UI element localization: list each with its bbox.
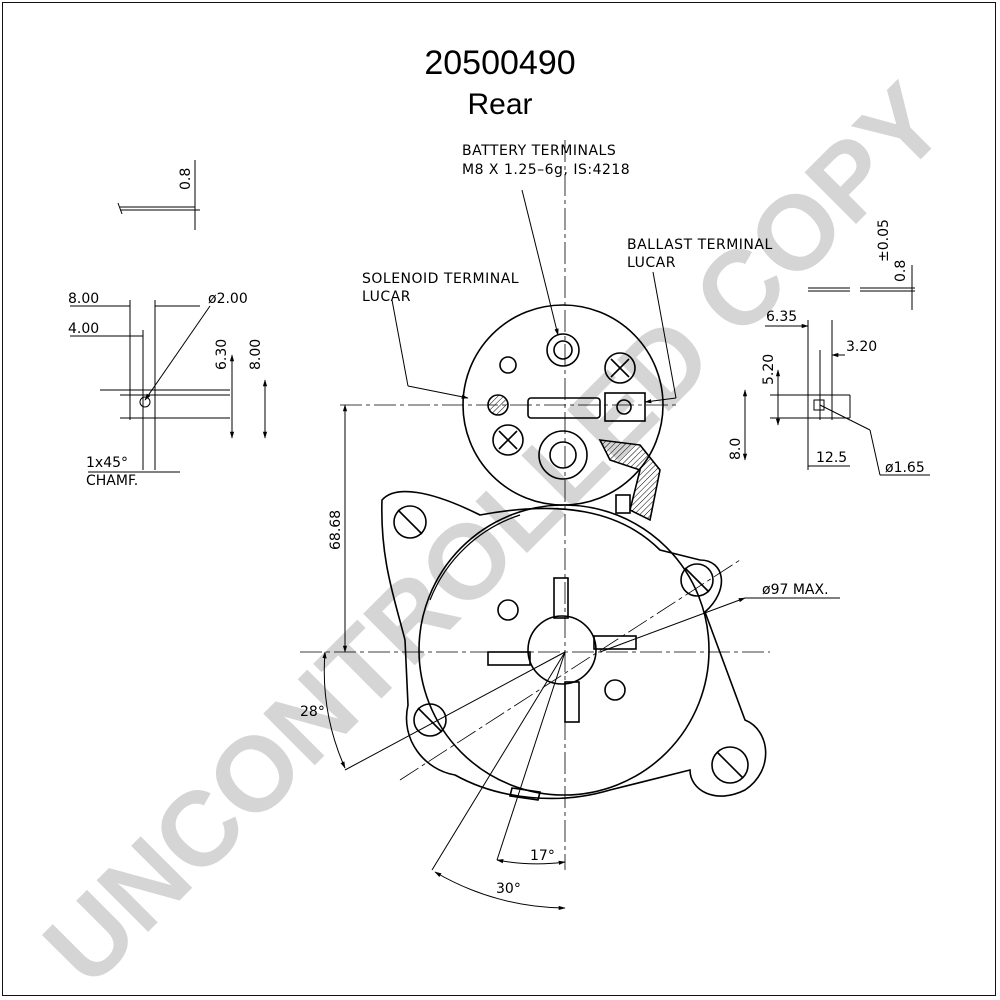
- spoke-left: [487, 651, 531, 666]
- dim-left-height-800: 8.00: [248, 339, 264, 370]
- callout-ballast-terminal: BALLAST TERMINAL LUCAR: [627, 237, 773, 271]
- ballast-terminal-label: BALLAST TERMINAL: [627, 237, 773, 253]
- watermark-text: UNCONTROLLED COPY: [22, 62, 967, 1000]
- battery-terminal-upper: [546, 333, 580, 367]
- through-bolt-right: [604, 679, 626, 701]
- dim-right-80: 8.0: [728, 438, 744, 460]
- dim-right-320: 3.20: [846, 339, 877, 355]
- solenoid-screw-left: [492, 424, 524, 456]
- dim-chamfer-angle: 1x45°: [86, 455, 128, 471]
- dim-top-thickness: 0.8: [178, 168, 194, 190]
- callout-battery-terminals: BATTERY TERMINALS M8 X 1.25–6g, IS:4218: [462, 143, 630, 178]
- through-bolt-left: [497, 599, 519, 621]
- detail-right-lucar: [742, 265, 930, 476]
- solenoid-inner-plate: [527, 397, 601, 419]
- mounting-flange: [381, 490, 767, 800]
- dim-right-125: 12.5: [816, 450, 847, 466]
- battery-terminals-thread: M8 X 1.25–6g, IS:4218: [462, 162, 630, 178]
- solenoid-screw-right: [604, 352, 636, 384]
- flange-hole-upper-left: [393, 505, 427, 539]
- dim-max-diameter: ø97 MAX.: [762, 582, 829, 598]
- dim-left-width-8: 8.00: [68, 291, 99, 307]
- dim-left-height-630: 6.30: [214, 339, 230, 370]
- dim-chamfer-label: CHAMF.: [86, 473, 138, 489]
- detail-left-lucar: [70, 300, 268, 473]
- flange-hole-lower-right: [711, 746, 749, 784]
- dim-left-width-4: 4.00: [68, 321, 99, 337]
- spoke-top: [553, 577, 569, 619]
- dim-right-635: 6.35: [766, 309, 797, 325]
- dim-angle-28: 28°: [300, 704, 325, 720]
- starter-rear-view: [381, 490, 767, 801]
- dim-center-height: 68.68: [328, 510, 344, 550]
- flange-hole-right: [680, 563, 714, 597]
- solenoid-terminal-type: LUCAR: [362, 289, 411, 305]
- bottom-tab: [509, 787, 541, 801]
- battery-terminals-label: BATTERY TERMINALS: [462, 143, 616, 159]
- part-number: 20500490: [424, 44, 576, 82]
- flange-hole-lower-left: [413, 703, 447, 737]
- central-hub: [527, 615, 597, 685]
- battery-terminal-lower: [538, 430, 588, 480]
- dim-right-thickness: 0.8: [893, 260, 909, 282]
- ballast-terminal-post: [616, 399, 632, 415]
- dim-angle-17: 17°: [530, 848, 555, 864]
- dim-left-hole-dia: ø2.00: [208, 291, 248, 307]
- dim-right-520: 5.20: [761, 354, 777, 385]
- solenoid-terminal-label: SOLENOID TERMINAL: [362, 271, 519, 287]
- callout-solenoid-terminal: SOLENOID TERMINAL LUCAR: [362, 271, 519, 305]
- cable-lead: [598, 439, 661, 522]
- dim-right-hole-dia: ø1.65: [885, 460, 925, 476]
- detail-top-left: [117, 160, 200, 230]
- view-name: Rear: [467, 88, 533, 121]
- housing-inner-arc: [429, 514, 521, 601]
- solenoid-small-screw: [499, 356, 517, 374]
- battery-terminal-upper-nut: [553, 340, 573, 360]
- spoke-right: [593, 635, 637, 650]
- center-lines: [300, 140, 770, 870]
- battery-terminal-lower-nut: [549, 441, 577, 469]
- lead-connector: [615, 494, 631, 514]
- watermark: UNCONTROLLED COPY: [22, 62, 967, 1000]
- dimension-lines: [322, 189, 840, 911]
- ballast-terminal-type: LUCAR: [627, 255, 676, 271]
- spoke-bottom: [564, 681, 580, 723]
- dim-angle-30: 30°: [496, 881, 521, 897]
- ballast-terminal-block: [604, 392, 646, 422]
- dim-right-tolerance: ±0.05: [876, 219, 892, 262]
